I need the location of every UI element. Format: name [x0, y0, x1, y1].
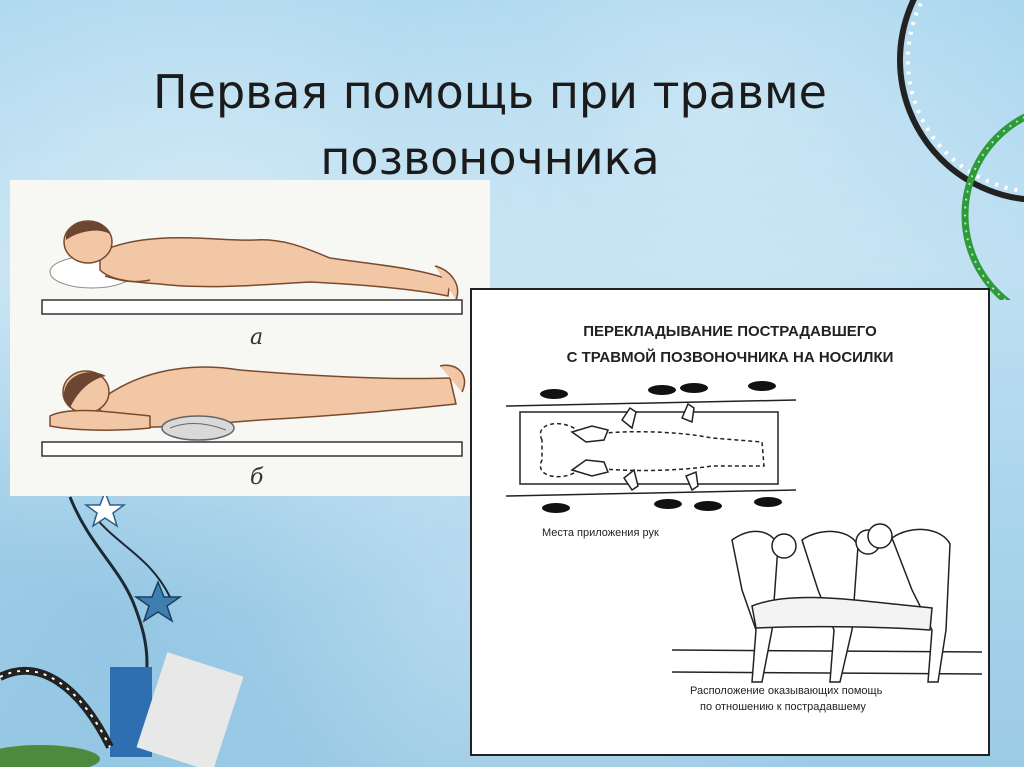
decorative-rings [897, 0, 1024, 300]
hand-placement-marks [570, 402, 699, 492]
figure-label-a: а [250, 325, 263, 350]
bolster-roll [161, 415, 235, 441]
decorative-floral-vine [0, 489, 244, 767]
caption-hand-placement: Места приложения рук [542, 527, 659, 539]
title-line-1: Первая помощь при травме [153, 64, 827, 119]
caption-rescuers-position-line-1: Расположение оказывающих помощь [690, 685, 883, 697]
star-icon [83, 489, 127, 528]
title-line-2: позвоночника [320, 130, 660, 185]
patient-supine-position [41, 364, 466, 457]
figure-heading-line-1: ПЕРЕКЛАДЫВАНИЕ ПОСТРАДАВШЕГО [583, 323, 877, 340]
patient-positions-illustration: а б [41, 220, 466, 490]
rescuers-side-view [671, 523, 983, 683]
caption-rescuers-position-line-2: по отношению к пострадавшему [700, 701, 866, 713]
star-icon [133, 579, 183, 623]
slide-title: Первая помощь при травме позвоночника [90, 59, 890, 191]
figure-label-b: б [250, 465, 264, 490]
patient-prone-position [41, 220, 463, 315]
stretcher-transfer-figure: ПЕРЕКЛАДЫВАНИЕ ПОСТРАДАВШЕГО С ТРАВМОЙ П… [470, 288, 990, 756]
figure-heading-line-2: С ТРАВМОЙ ПОЗВОНОЧНИКА НА НОСИЛКИ [567, 348, 894, 366]
footprints [540, 381, 782, 513]
patient-positions-figure: а б [10, 180, 490, 496]
stretcher-transfer-illustration: ПЕРЕКЛАДЫВАНИЕ ПОСТРАДАВШЕГО С ТРАВМОЙ П… [505, 323, 983, 713]
stretcher-top-view [505, 399, 797, 497]
